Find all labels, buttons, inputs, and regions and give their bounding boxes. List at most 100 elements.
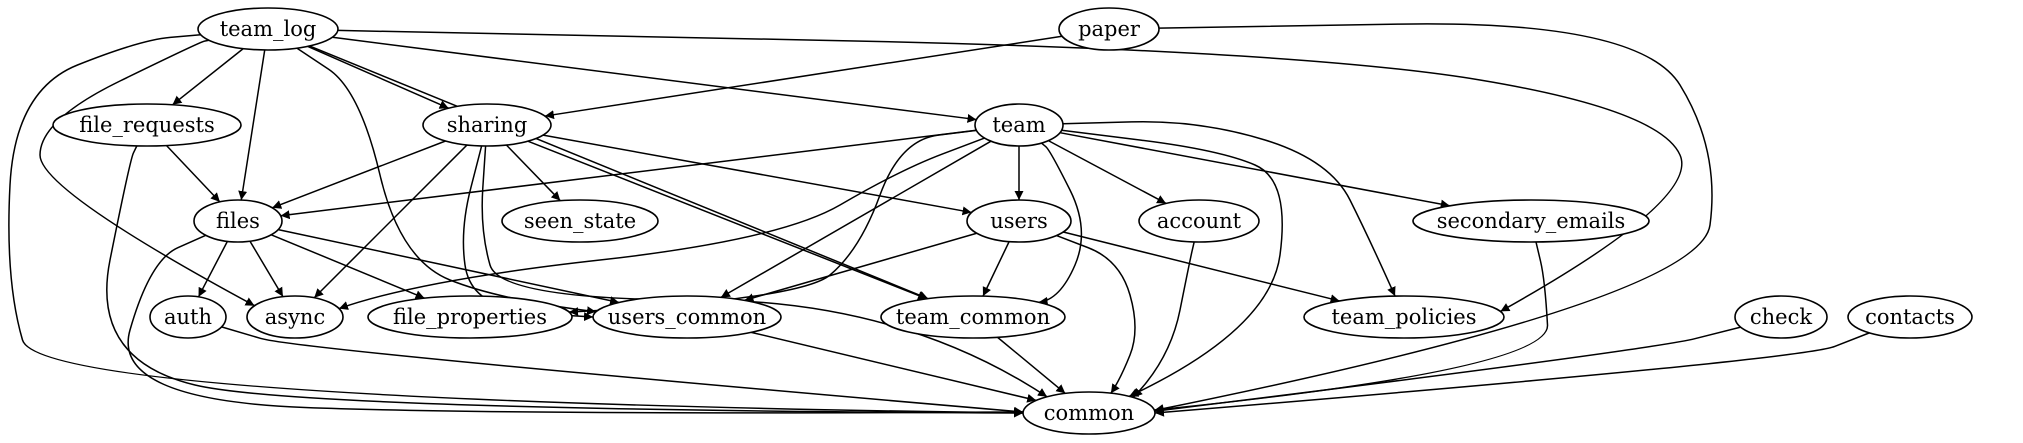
node-shape-team <box>974 103 1064 147</box>
edge-path-files-to-async <box>249 240 284 298</box>
edge-files-to-common <box>127 234 1024 417</box>
node-paper: paper <box>1058 7 1160 51</box>
edge-path-team_log-to-team_policies <box>337 29 1683 313</box>
edge-path-files-to-common <box>127 234 1024 417</box>
node-team: team <box>974 103 1064 147</box>
node-label-check: check <box>1750 305 1812 329</box>
node-label-async: async <box>265 305 325 329</box>
edge-team_log-to-files <box>238 49 266 201</box>
edge-path-team-to-account <box>1047 139 1167 205</box>
edge-path-team-to-team_common <box>1038 142 1083 306</box>
edge-path-sharing-to-team_common <box>527 140 928 300</box>
node-users: users <box>966 199 1072 243</box>
edge-file_requests-to-files <box>165 145 221 203</box>
edge-path-file_requests-to-files <box>165 145 221 203</box>
edge-team-to-file_properties <box>569 129 977 317</box>
edge-path-team-to-team_policies <box>1062 120 1396 297</box>
edge-path-sharing-to-async <box>313 144 468 299</box>
edge-sharing-to-team_common <box>527 140 928 300</box>
node-label-paper: paper <box>1078 17 1141 41</box>
node-shape-files <box>193 199 283 243</box>
node-team_policies: team_policies <box>1303 295 1505 339</box>
node-check: check <box>1734 295 1828 339</box>
edge-team-to-async <box>338 137 985 310</box>
edge-users-to-common <box>1056 234 1136 394</box>
edge-path-team-to-secondary_emails <box>1059 131 1450 209</box>
edge-team_log-to-file_requests <box>172 48 244 106</box>
edge-path-users_common-to-common <box>751 331 1037 403</box>
node-label-team_common: team_common <box>896 305 1050 329</box>
edge-path-sharing-to-files <box>271 140 446 209</box>
edge-path-files-to-auth <box>197 241 229 298</box>
node-shape-file_properties <box>367 295 573 339</box>
node-shape-users_common <box>592 295 782 339</box>
edge-files-to-file_properties <box>270 234 425 299</box>
edge-team_log-to-team_policies <box>337 29 1683 313</box>
edge-path-team_log-to-async <box>39 39 255 307</box>
node-team_log: team_log <box>197 7 339 51</box>
edge-path-file_requests-to-common <box>106 145 1024 418</box>
node-shape-team_policies <box>1303 295 1505 339</box>
edge-check-to-common <box>1154 326 1741 415</box>
node-sharing: sharing <box>422 103 552 147</box>
edge-auth-to-common <box>221 326 1024 416</box>
edge-users_common-to-common <box>751 331 1037 403</box>
node-shape-check <box>1734 295 1828 339</box>
edge-path-team_log-to-common <box>8 34 1024 418</box>
node-account: account <box>1138 199 1260 243</box>
node-label-team: team <box>992 113 1045 137</box>
edge-path-users-to-users_common <box>744 232 977 303</box>
edge-paper-to-common <box>1154 23 1713 414</box>
edge-path-check-to-common <box>1154 326 1741 415</box>
node-label-users_common: users_common <box>608 305 766 329</box>
node-shape-paper <box>1058 7 1160 51</box>
node-label-account: account <box>1157 209 1242 233</box>
edge-team_log-to-sharing <box>307 45 449 109</box>
edge-users-to-team_common <box>982 241 1010 297</box>
edge-team-to-files <box>280 129 977 220</box>
edge-users-to-users_common <box>744 232 977 303</box>
node-shape-common <box>1022 391 1156 435</box>
edge-path-team-to-async <box>338 137 985 310</box>
node-shape-async <box>246 295 344 339</box>
edge-path-team_log-to-files <box>238 49 266 201</box>
edge-path-account-to-common <box>1132 241 1195 398</box>
edge-account-to-common <box>1132 241 1195 398</box>
edge-team_log-to-team <box>332 36 977 123</box>
edge-path-sharing-to-users <box>542 134 972 216</box>
edge-path-team-to-users_common <box>720 140 992 299</box>
edge-sharing-to-async <box>313 144 468 299</box>
edge-path-users-to-team_common <box>982 241 1010 297</box>
node-async: async <box>246 295 344 339</box>
edge-path-team_log-to-file_requests <box>172 48 244 106</box>
edge-path-team_log-to-team <box>332 36 977 123</box>
edge-file_requests-to-common <box>106 145 1024 418</box>
edge-path-files-to-users_common <box>277 228 620 305</box>
node-file_properties: file_properties <box>367 295 573 339</box>
edge-path-team_log-to-users_common <box>296 47 597 316</box>
node-label-auth: auth <box>164 305 212 329</box>
node-secondary_emails: secondary_emails <box>1412 199 1650 243</box>
node-team_common: team_common <box>880 295 1066 339</box>
edge-sharing-to-seen_state <box>505 144 561 202</box>
edge-team-to-common <box>1061 129 1283 398</box>
edge-path-users-to-team_policies <box>1063 231 1340 304</box>
edge-path-team_common-to-common <box>996 336 1066 394</box>
edge-team-to-users_common <box>720 140 992 299</box>
node-shape-auth <box>149 295 227 339</box>
edges-layer <box>8 23 1870 418</box>
node-label-seen_state: seen_state <box>524 209 636 233</box>
edge-team_log-to-async <box>39 39 255 307</box>
edge-files-to-auth <box>197 241 229 298</box>
edge-team_common-to-common <box>996 336 1066 394</box>
edge-team_log-to-team_common <box>309 45 929 300</box>
edge-path-team_log-to-team_common <box>309 45 929 300</box>
node-label-file_properties: file_properties <box>393 305 547 329</box>
node-label-file_requests: file_requests <box>79 113 215 137</box>
edge-path-paper-to-sharing <box>544 35 1063 120</box>
edge-path-contacts-to-common <box>1154 332 1870 417</box>
edge-team-to-team_policies <box>1062 120 1396 297</box>
edge-path-sharing-to-seen_state <box>505 144 561 202</box>
edge-path-team-to-common <box>1061 129 1283 398</box>
